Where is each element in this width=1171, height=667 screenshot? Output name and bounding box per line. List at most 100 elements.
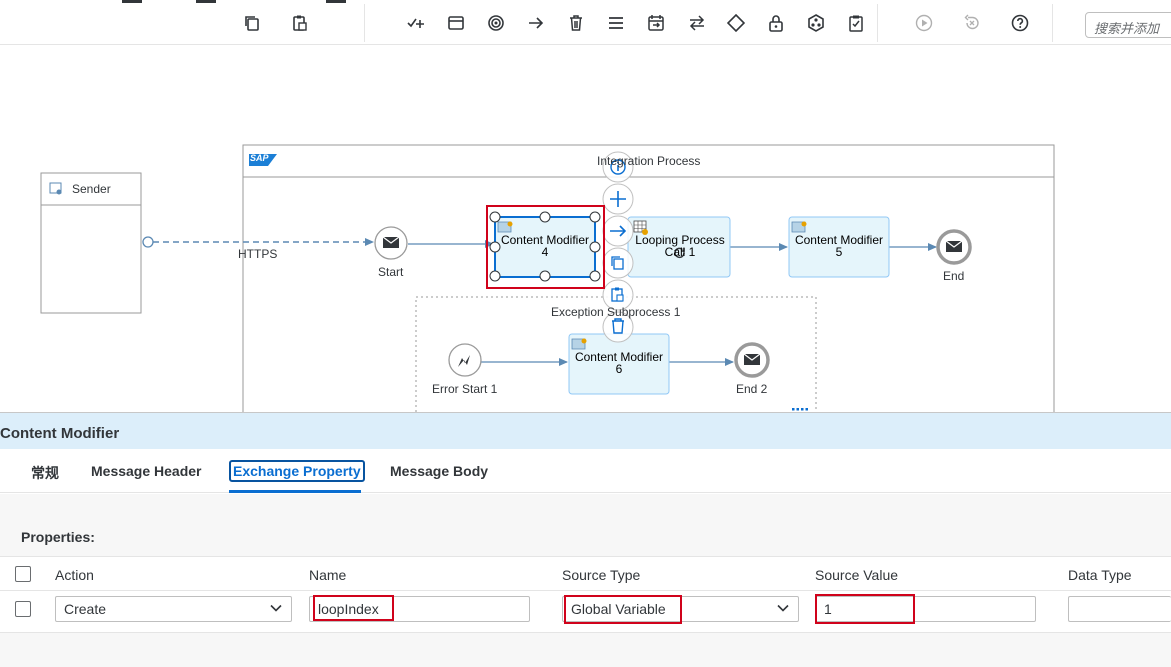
- sender-icon: [49, 182, 62, 195]
- sender-box[interactable]: [40, 172, 142, 314]
- connect-arrow-icon[interactable]: [610, 225, 627, 237]
- selection-handles[interactable]: [489, 211, 601, 282]
- cm5-label: Content Modifier 5: [789, 234, 889, 258]
- arrow-right-icon[interactable]: [525, 12, 547, 34]
- delete-icon[interactable]: [612, 318, 624, 334]
- paste-icon[interactable]: [611, 287, 624, 302]
- cm4-label-line1: Content Modifier: [500, 233, 590, 247]
- chevron-down-icon: [270, 604, 282, 612]
- add-icon[interactable]: [610, 191, 626, 207]
- looping-label: Looping Process Call 1: [629, 234, 731, 258]
- toolbar: 搜索并添加: [0, 0, 1171, 45]
- tab-bar: 常规 Message Header Exchange Property Mess…: [0, 449, 1171, 493]
- column-source-type: Source Type: [562, 567, 641, 583]
- properties-area: Properties: Action Name Source Type Sour…: [0, 494, 1171, 667]
- name-input[interactable]: loopIndex: [309, 596, 530, 622]
- context-pad[interactable]: [602, 151, 634, 343]
- cm4-label-line2: 4: [541, 245, 549, 259]
- data-type-input[interactable]: [1068, 596, 1171, 622]
- looping-process-call-step[interactable]: [627, 216, 731, 278]
- error-start-label: Error Start 1: [432, 382, 498, 396]
- tab-indicator: [122, 0, 142, 3]
- error-start-event[interactable]: [448, 343, 482, 377]
- diagram-svg: [40, 144, 1055, 412]
- start-event[interactable]: [374, 226, 408, 260]
- source-type-select[interactable]: Global Variable: [562, 596, 799, 622]
- calendar-arrow-icon[interactable]: [645, 12, 667, 34]
- tab-exchange-property[interactable]: Exchange Property: [229, 460, 365, 482]
- tab-message-header[interactable]: Message Header: [91, 463, 202, 479]
- panel-header: Content Modifier: [0, 413, 1171, 449]
- hexagon-icon[interactable]: [805, 12, 827, 34]
- source-value-value: 1: [824, 601, 832, 617]
- process-canvas[interactable]: Sender HTTPS Integration Process SAP Sta…: [0, 45, 1171, 412]
- sap-logo-text: SAP: [250, 153, 269, 163]
- target-icon[interactable]: [485, 12, 507, 34]
- menu-icon[interactable]: [605, 12, 627, 34]
- lock-icon[interactable]: [765, 12, 787, 34]
- copy-icon[interactable]: [241, 12, 263, 34]
- chevron-down-icon: [777, 604, 789, 612]
- swap-icon[interactable]: [686, 12, 708, 34]
- info-icon[interactable]: [610, 159, 626, 175]
- panel-resize-grip-icon[interactable]: [792, 408, 808, 412]
- column-name: Name: [309, 567, 347, 583]
- cm6-label: Content Modifier 6: [569, 351, 669, 375]
- sap-logo-icon: [249, 154, 277, 166]
- table-row: Create loopIndex Global Variable 1: [0, 591, 1171, 633]
- trash-icon[interactable]: [565, 12, 587, 34]
- looping-label-line2: Call 1: [664, 245, 696, 259]
- properties-label: Properties:: [21, 529, 95, 545]
- tab-general[interactable]: 常规: [31, 465, 59, 481]
- content-modifier-5-step[interactable]: [788, 216, 890, 278]
- panel-title: Content Modifier: [0, 425, 120, 442]
- tab-message-body[interactable]: Message Body: [390, 463, 489, 479]
- content-modifier-6-step[interactable]: [568, 333, 670, 395]
- column-action: Action: [55, 567, 94, 583]
- search-input[interactable]: 搜索并添加: [1085, 12, 1171, 38]
- looping-process-icon: [633, 220, 647, 233]
- action-select[interactable]: Create: [55, 596, 292, 622]
- row-checkbox[interactable]: [15, 601, 31, 617]
- subprocess-title: Exception Subprocess 1: [551, 305, 681, 319]
- cm5-label-line1: Content Modifier: [794, 233, 884, 247]
- source-value-input[interactable]: 1: [815, 596, 1036, 622]
- cm5-label-line2: 5: [835, 245, 843, 259]
- clipboard-check-icon[interactable]: [845, 12, 867, 34]
- end-label: End: [943, 269, 965, 283]
- toolbar-separator: [1052, 4, 1053, 42]
- toolbar-separator: [877, 4, 878, 42]
- diamond-icon[interactable]: [725, 12, 747, 34]
- column-data-type: Data Type: [1068, 567, 1132, 583]
- connection-source-dot: [142, 236, 154, 248]
- loop-refresh-icon: [674, 247, 685, 259]
- tab-indicator: [326, 0, 346, 3]
- toolbar-separator: [364, 4, 365, 42]
- action-value: Create: [64, 601, 107, 617]
- column-source-value: Source Value: [815, 567, 899, 583]
- https-label: HTTPS: [238, 247, 278, 261]
- name-value: loopIndex: [318, 601, 379, 617]
- end-2-event[interactable]: [734, 342, 770, 378]
- pool-title: Integration Process: [597, 154, 701, 168]
- help-icon[interactable]: [1009, 12, 1031, 34]
- end-2-label: End 2: [736, 382, 768, 396]
- paste-icon[interactable]: [289, 12, 311, 34]
- looping-label-line1: Looping Process: [635, 233, 725, 247]
- cm6-label-line2: 6: [615, 362, 623, 376]
- end-event[interactable]: [936, 229, 972, 265]
- play-icon[interactable]: [913, 12, 935, 34]
- cm6-label-line1: Content Modifier: [574, 350, 664, 364]
- window-icon[interactable]: [445, 12, 467, 34]
- copy-icon[interactable]: [611, 256, 624, 270]
- cm4-label: Content Modifier 4: [495, 234, 595, 258]
- source-type-value: Global Variable: [571, 601, 666, 617]
- sender-label: Sender: [72, 182, 111, 196]
- undo-icon[interactable]: [961, 12, 983, 34]
- start-label: Start: [378, 265, 404, 279]
- lightning-icon: [458, 355, 470, 367]
- tab-indicator: [196, 0, 216, 3]
- active-tab-indicator: [229, 490, 361, 493]
- select-all-checkbox[interactable]: [15, 566, 31, 582]
- add-step-icon[interactable]: [405, 12, 427, 34]
